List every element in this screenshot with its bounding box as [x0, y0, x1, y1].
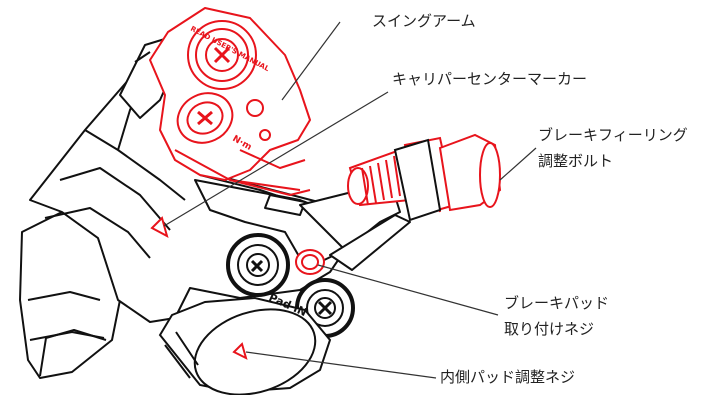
- label-pad-bolt-line1: ブレーキパッド: [504, 294, 610, 312]
- label-swing-arm: スイングアーム: [372, 12, 476, 30]
- leader-center-marker: [163, 91, 389, 227]
- label-brake-feeling-line2: 調整ボルト: [538, 152, 614, 170]
- label-caliper-center-marker: キャリパーセンターマーカー: [392, 70, 588, 88]
- leader-inner-pad: [245, 351, 437, 379]
- leader-lines: [163, 21, 537, 379]
- leader-swing-arm: [281, 21, 341, 101]
- pad-mount-screw-marker: [295, 249, 325, 275]
- arm-pivot-bolt: [176, 92, 234, 144]
- pad-mount-screw-left: [226, 233, 290, 297]
- label-pad-bolt-line2: 取り付けネジ: [504, 320, 595, 338]
- label-inner-pad-adjust: 内側パッド調整ネジ: [440, 368, 576, 386]
- leader-pad-bolt: [317, 264, 499, 316]
- caliper-center-marker: [150, 216, 169, 238]
- feeling-bolt-nut: [393, 138, 442, 222]
- inner-pad-adjust-screw: [232, 342, 248, 360]
- inner-pad-disk: [158, 296, 332, 395]
- label-brake-feeling-line1: ブレーキフィーリング: [538, 126, 688, 144]
- leader-feeling-bolt: [499, 147, 537, 181]
